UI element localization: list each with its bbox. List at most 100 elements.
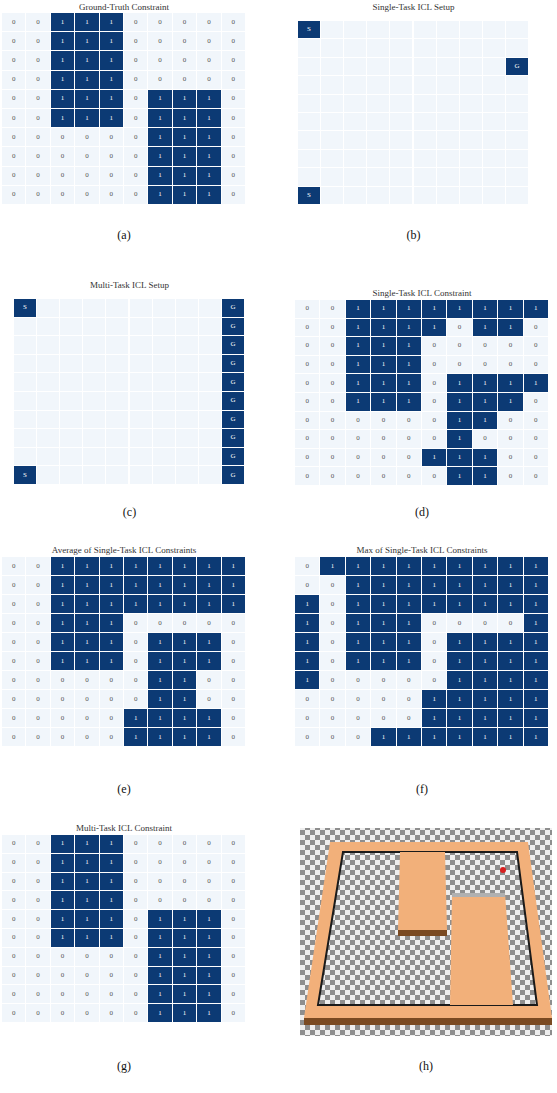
grid-cell-value: 0 [498,614,522,632]
grid-cell-value: 1 [447,633,471,651]
grid-cell [483,21,505,38]
grid-cell-value: 0 [222,910,245,928]
grid-cell-value: 1 [397,356,421,374]
grid-cell-value: 0 [422,356,446,374]
grid-cell-value: 1 [100,557,123,575]
grid-cell-value: 0 [26,71,49,89]
grid-cell [153,392,175,410]
grid-cell-value: 1 [51,576,74,594]
grid-cell [321,150,343,167]
grid-cell-value: 0 [2,128,25,146]
grid-cell-value: 1 [100,595,123,613]
grid-cell-value: 1 [75,652,98,670]
grid-cell-value: 1 [173,557,196,575]
grid-cell-value: 0 [124,13,147,31]
grid-cell-value: 0 [26,854,49,872]
grid-cell-value: 0 [124,671,147,689]
grid-cell-value: 0 [75,128,98,146]
grid-cell-value: 1 [197,557,220,575]
grid-cell-value: 0 [148,32,171,50]
grid-cell [367,21,389,38]
grid-cell-value: 1 [524,576,548,594]
grid-cell-value: 1 [75,51,98,69]
grid-cell [483,113,505,130]
grid-cell-value: 0 [2,1004,25,1022]
grid-cell-value: 0 [422,671,446,689]
grid-cell-value: 1 [173,929,196,947]
start-goal-cell: G [222,373,244,391]
grid-cell-value: 0 [26,690,49,708]
grid-cell-value: 1 [173,186,196,204]
grid-cell-value: 0 [422,430,446,448]
grid-cell-value: 1 [100,929,123,947]
grid-cell [130,373,152,391]
grid-cell-value: 1 [148,186,171,204]
grid-cell-value: 1 [197,652,220,670]
grid-cell-value: 0 [124,71,147,89]
grid-cell [321,131,343,148]
grid-cell-value: 0 [222,854,245,872]
grid-cell-value: 0 [148,854,171,872]
grid-cell-value: 0 [447,319,471,337]
grid-cell-value: 0 [173,854,196,872]
grid-cell-value: 0 [473,337,497,355]
grid-cell-value: 0 [295,576,319,594]
grid-cell-value: 0 [2,186,25,204]
grid-cell [460,113,482,130]
grid-cell-value: 0 [320,614,344,632]
grid-cell-value: 0 [26,614,49,632]
grid-cell-value: 0 [2,71,25,89]
grid-cell-value: 0 [2,985,25,1003]
grid-cell-value: 0 [51,967,74,985]
grid-cell-value: 0 [524,412,548,430]
grid-cell-value: 0 [346,671,370,689]
grid-cell-value: 1 [197,186,220,204]
grid-cell-value: 0 [26,595,49,613]
grid-cell-value: 0 [124,109,147,127]
wall-edge [398,930,447,936]
panel-caption: (e) [2,782,246,796]
grid-cell-value: 0 [222,728,245,746]
grid-cell-value: 1 [197,967,220,985]
panel-caption: (h) [300,1059,552,1073]
grid-cell-value: 1 [346,595,370,613]
grid-cell-value: 1 [473,557,497,575]
grid-cell-value: 0 [422,467,446,485]
start-goal-cell: G [222,299,244,317]
grid-cell-value: 1 [124,595,147,613]
grid-cell [83,466,105,484]
grid-cell-value: 0 [295,393,319,411]
grid-cell-value: 0 [124,690,147,708]
grid-cell [176,318,198,336]
grid-cell-value: 1 [51,51,74,69]
grid-cell-value: 0 [320,709,344,727]
grid-cell-value: 1 [295,614,319,632]
grid-cell-value: 1 [346,633,370,651]
grid-cell-value: 0 [124,891,147,909]
grid-cell-value: 0 [320,576,344,594]
grid-cell-value: 0 [2,32,25,50]
grid-cell-value: 1 [447,430,471,448]
grid-cell-value: 0 [222,652,245,670]
grid-cell-value: 0 [124,90,147,108]
grid-cell [106,411,128,429]
grid-cell [321,95,343,112]
panel-caption: (f) [295,782,549,796]
grid-cell-value: 1 [371,633,395,651]
grid-cell-value: 1 [51,873,74,891]
grid-cell [414,21,436,38]
grid-cell [14,429,36,447]
grid-cell-value: 1 [346,319,370,337]
grid-cell-value: 0 [320,633,344,651]
grid-cell [176,411,198,429]
grid-cell-value: 1 [173,167,196,185]
grid-cell [130,355,152,373]
grid-cell [106,392,128,410]
grid-cell-value: 0 [26,109,49,127]
grid-cell-value: 1 [397,319,421,337]
maze-floor [318,852,537,1005]
grid-cell-value: 0 [295,449,319,467]
grid-cell-value: 0 [26,873,49,891]
grid-cell [130,448,152,466]
grid-cell-value: 0 [173,873,196,891]
